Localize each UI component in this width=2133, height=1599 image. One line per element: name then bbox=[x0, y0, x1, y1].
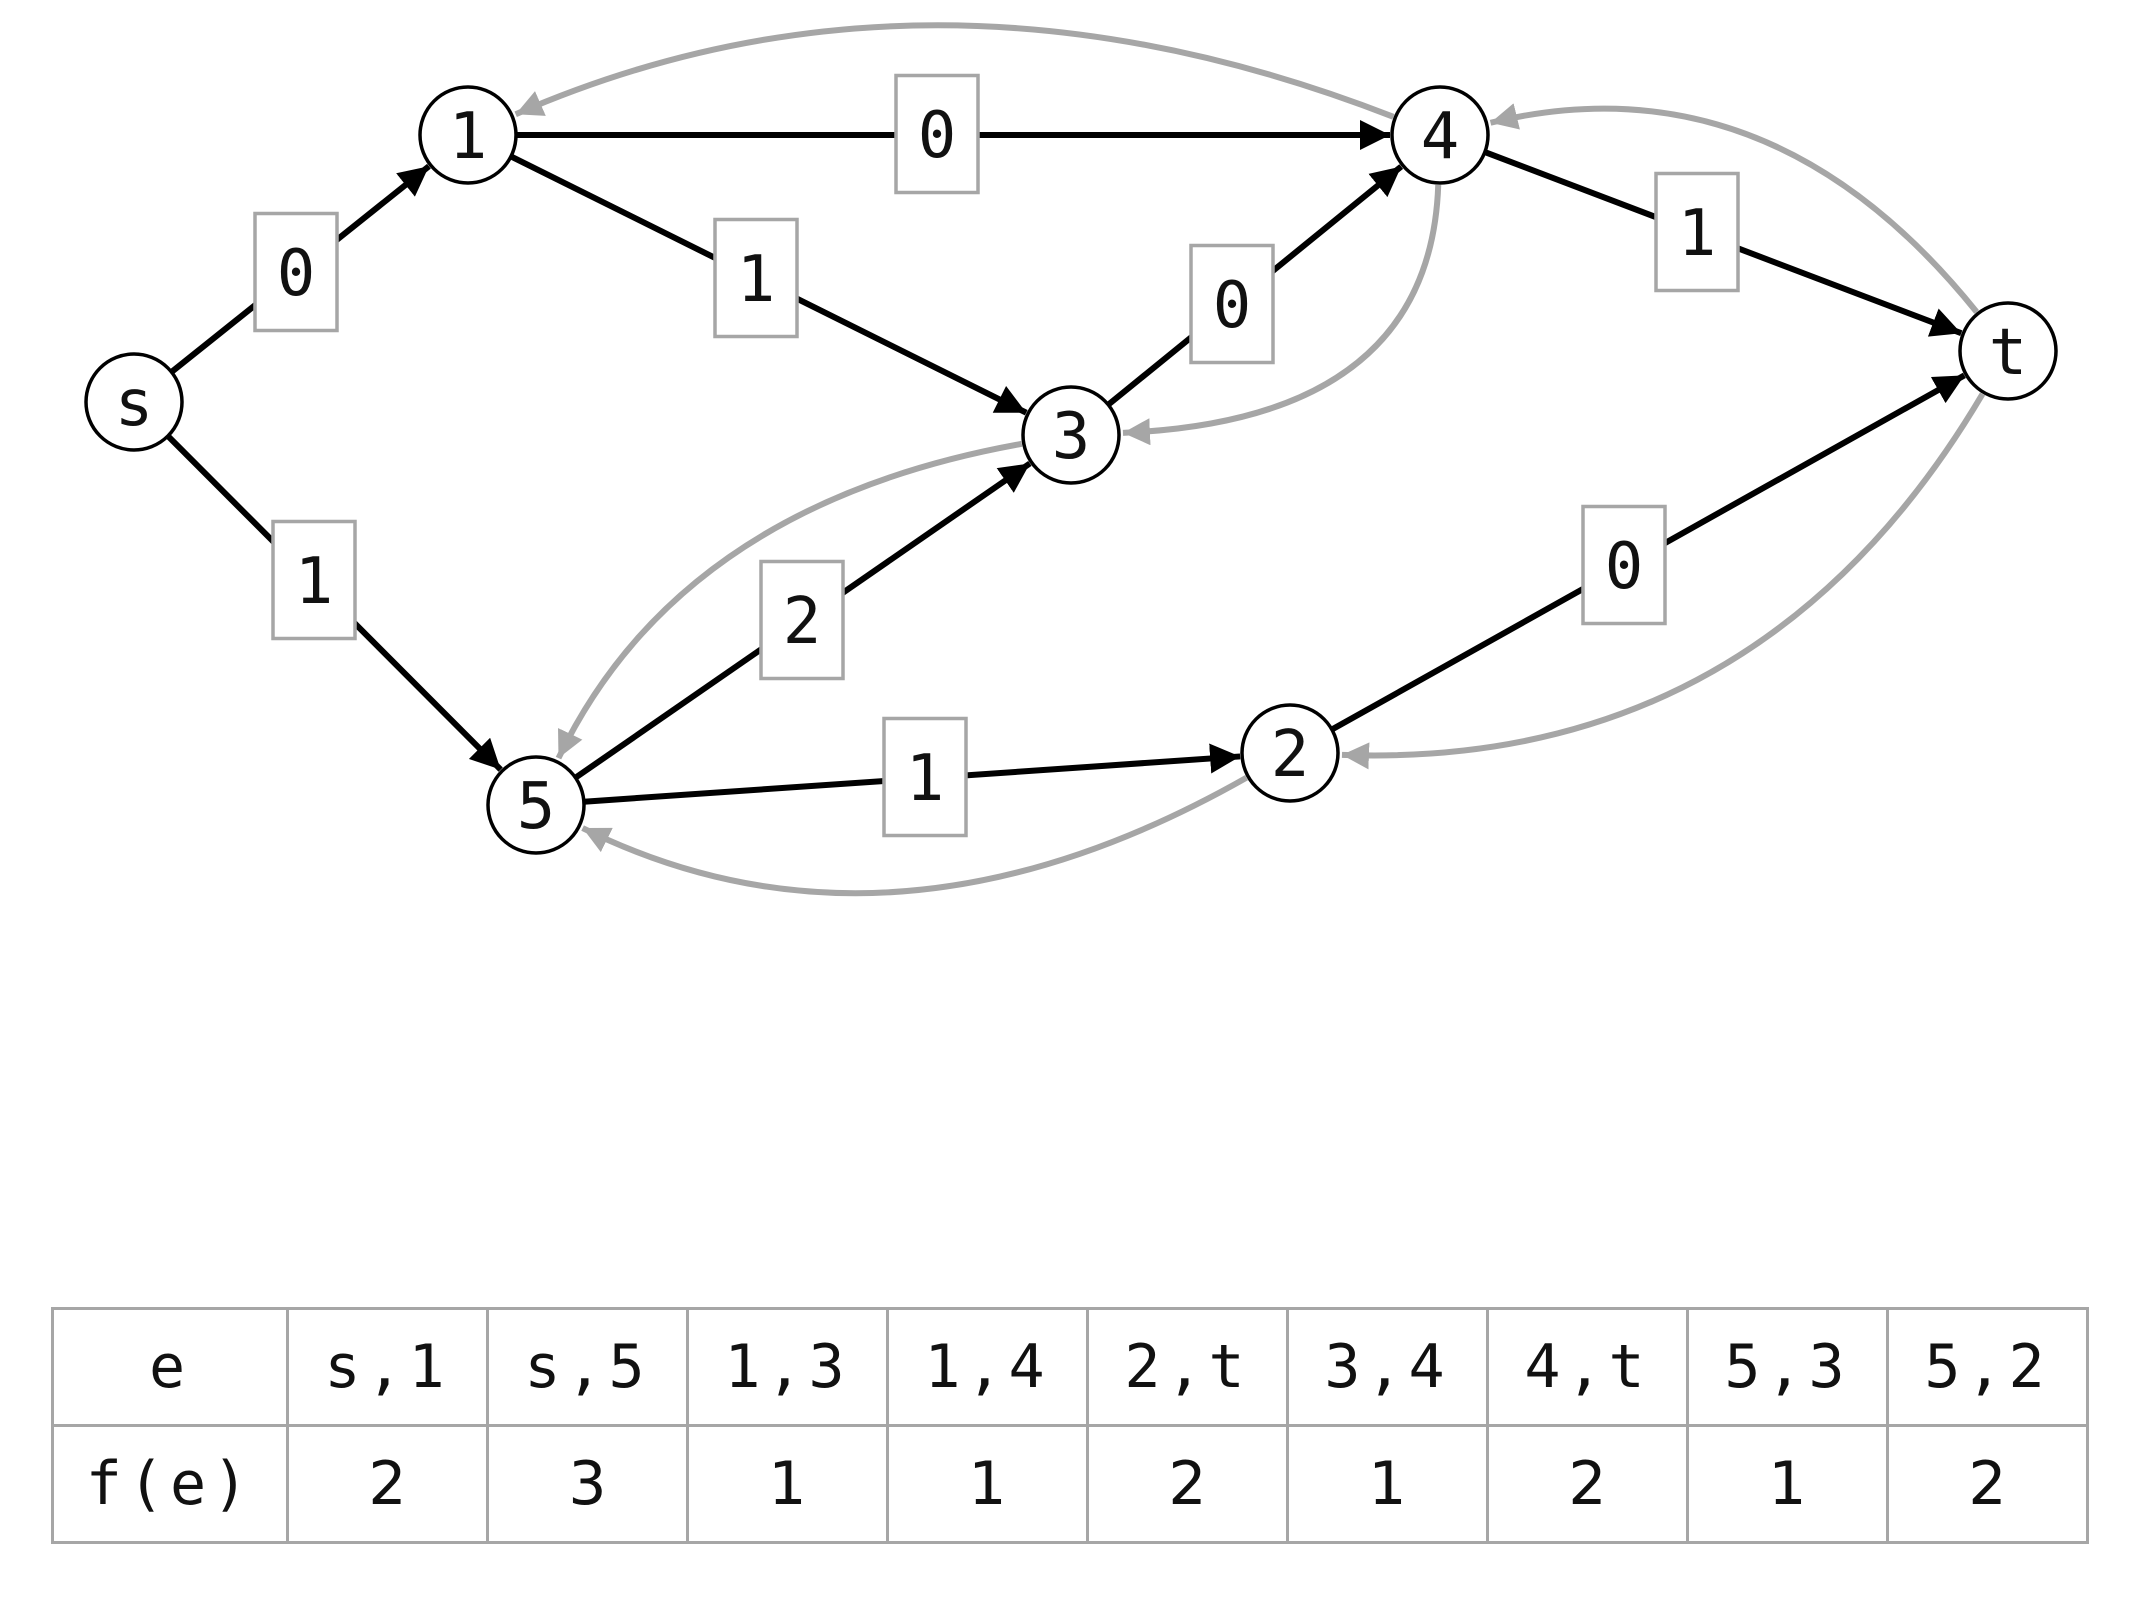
edge-label-s-5: 1 bbox=[271, 519, 357, 641]
node-circle bbox=[418, 85, 518, 185]
edge-cell-52: 5,2 bbox=[1886, 1307, 2089, 1427]
edge-cell-4t: 4,t bbox=[1486, 1307, 1689, 1427]
edge-label-text: 0 bbox=[1605, 530, 1644, 604]
node-circle bbox=[84, 352, 184, 452]
edge-label-s-1: 0 bbox=[253, 211, 339, 333]
edge-cell-13: 1,3 bbox=[686, 1307, 889, 1427]
node-label: 3 bbox=[1052, 400, 1091, 474]
residual-edge-4-1 bbox=[514, 22, 1395, 120]
edge-header-cell: e bbox=[51, 1307, 289, 1427]
edge-cell-s1: s,1 bbox=[286, 1307, 489, 1427]
flow-cell-34: 1 bbox=[1286, 1424, 1489, 1544]
node-circle bbox=[1390, 85, 1490, 185]
flow-cell-4t: 2 bbox=[1486, 1424, 1689, 1544]
edge-label-text: 2 bbox=[783, 585, 822, 659]
edge-labels: 0 1 0 1 0 1 2 1 0 bbox=[253, 73, 1740, 838]
edge-label-box bbox=[894, 73, 980, 195]
edge-cell-53: 5,3 bbox=[1686, 1307, 1889, 1427]
edge-cell-s5: s,5 bbox=[486, 1307, 689, 1427]
residual-edge-3-5 bbox=[555, 440, 1023, 760]
edge-label-text: 0 bbox=[277, 237, 316, 311]
edge-label-4-t: 1 bbox=[1654, 171, 1740, 293]
edge-cell-2t: 2,t bbox=[1086, 1307, 1289, 1427]
edge-label-2-t: 0 bbox=[1581, 504, 1667, 626]
node-label: t bbox=[1989, 316, 2028, 390]
node-5: 5 bbox=[486, 755, 586, 855]
flow-cell-2t: 2 bbox=[1086, 1424, 1289, 1544]
node-4: 4 bbox=[1390, 85, 1490, 185]
edge-label-text: 0 bbox=[1213, 269, 1252, 343]
node-label: 5 bbox=[517, 770, 556, 844]
edge-label-1-3: 1 bbox=[713, 217, 799, 339]
flow-cell-53: 1 bbox=[1686, 1424, 1889, 1544]
edge-label-box bbox=[271, 519, 357, 641]
node-3: 3 bbox=[1021, 385, 1121, 485]
edge-label-box bbox=[1189, 243, 1275, 365]
edge-label-text: 1 bbox=[906, 742, 945, 816]
edge-label-text: 0 bbox=[918, 99, 957, 173]
node-label: 2 bbox=[1271, 718, 1310, 792]
residual-edge-t-4 bbox=[1489, 103, 1980, 314]
edge-label-5-2: 1 bbox=[882, 716, 968, 838]
flow-header-cell: f(e) bbox=[51, 1424, 289, 1544]
node-circle bbox=[1958, 301, 2058, 401]
residual-edge-2-5 bbox=[581, 775, 1248, 897]
node-label: 1 bbox=[449, 100, 488, 174]
edge-label-text: 1 bbox=[1678, 197, 1717, 271]
residual-edge-t-2 bbox=[1341, 392, 1986, 770]
flow-network-graph: s 1 3 4 t 5 2 0 1 0 1 0 1 2 1 0 bbox=[84, 22, 2058, 897]
edge-label-text: 1 bbox=[295, 545, 334, 619]
edge-label-box bbox=[1581, 504, 1667, 626]
edge-label-box bbox=[253, 211, 339, 333]
flow-cell-14: 1 bbox=[886, 1424, 1089, 1544]
edge-label-box bbox=[1654, 171, 1740, 293]
edge-label-box bbox=[713, 217, 799, 339]
flow-cell-52: 2 bbox=[1886, 1424, 2089, 1544]
flow-cell-s5: 3 bbox=[486, 1424, 689, 1544]
flow-cell-s1: 2 bbox=[286, 1424, 489, 1544]
node-label: 4 bbox=[1421, 100, 1460, 174]
edge-label-box bbox=[882, 716, 968, 838]
edge-cell-14: 1,4 bbox=[886, 1307, 1089, 1427]
node-circle bbox=[486, 755, 586, 855]
edge-cell-34: 3,4 bbox=[1286, 1307, 1489, 1427]
graph-nodes: s 1 3 4 t 5 2 bbox=[84, 85, 2058, 855]
node-label: s bbox=[115, 367, 154, 441]
node-circle bbox=[1021, 385, 1121, 485]
edge-label-1-4: 0 bbox=[894, 73, 980, 195]
edge-row: e s,1 s,5 1,3 1,4 2,t 3,4 4,t 5,3 5,2 bbox=[51, 1307, 2089, 1427]
node-1: 1 bbox=[418, 85, 518, 185]
edge-label-box bbox=[759, 559, 845, 681]
node-circle bbox=[1240, 703, 1340, 803]
node-t: t bbox=[1958, 301, 2058, 401]
node-2: 2 bbox=[1240, 703, 1340, 803]
edge-label-3-4: 0 bbox=[1189, 243, 1275, 365]
edge-label-text: 1 bbox=[737, 243, 776, 317]
edge-label-5-3: 2 bbox=[759, 559, 845, 681]
residual-edge-4-3 bbox=[1122, 184, 1442, 446]
residual-edges bbox=[514, 22, 1986, 897]
flow-cell-13: 1 bbox=[686, 1424, 889, 1544]
flow-table: e s,1 s,5 1,3 1,4 2,t 3,4 4,t 5,3 5,2 f(… bbox=[51, 1307, 2089, 1544]
flow-row: f(e) 2 3 1 1 2 1 2 1 2 bbox=[51, 1424, 2089, 1544]
node-s: s bbox=[84, 352, 184, 452]
